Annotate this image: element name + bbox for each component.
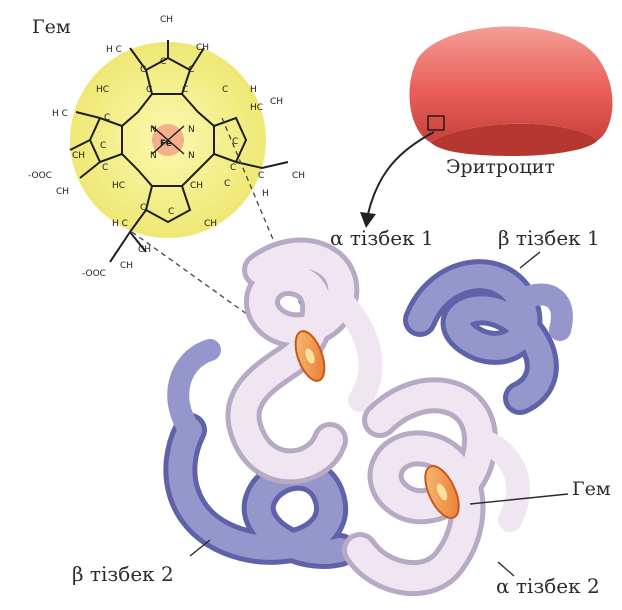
svg-text:CH: CH xyxy=(270,97,283,107)
svg-text:C: C xyxy=(224,179,230,189)
svg-text:HC: HC xyxy=(112,181,125,191)
svg-text:H C: H C xyxy=(112,219,128,229)
svg-text:C: C xyxy=(146,85,152,95)
svg-text:C: C xyxy=(168,207,174,217)
svg-text:C: C xyxy=(160,57,166,67)
svg-text:C: C xyxy=(104,113,110,123)
svg-text:C: C xyxy=(102,163,108,173)
svg-text:C: C xyxy=(258,171,264,181)
svg-text:CH: CH xyxy=(204,219,217,229)
heme-structure: CH CH H C C C C HC C C C H H C C N Fe N … xyxy=(28,15,305,279)
svg-text:H: H xyxy=(262,189,269,199)
alpha-chain-2-label: α тізбек 2 xyxy=(496,576,600,596)
svg-text:C: C xyxy=(140,203,146,213)
svg-text:N: N xyxy=(150,125,157,135)
hemoglobin-protein xyxy=(178,256,562,579)
svg-text:Fe: Fe xyxy=(160,139,172,149)
svg-text:CH: CH xyxy=(190,181,203,191)
heme-pointer-label: Гем xyxy=(572,480,611,499)
svg-text:N: N xyxy=(150,151,157,161)
heme-title: Гем xyxy=(32,18,71,37)
erythrocyte-cell xyxy=(409,26,612,156)
svg-text:HC: HC xyxy=(250,103,263,113)
svg-text:N: N xyxy=(188,151,195,161)
svg-text:-OOC: -OOC xyxy=(82,269,106,279)
pointer-arrow xyxy=(368,132,434,214)
svg-text:CH: CH xyxy=(196,43,209,53)
beta-chain-1-label: β тізбек 1 xyxy=(498,228,600,248)
svg-text:CH: CH xyxy=(138,245,151,255)
svg-text:C: C xyxy=(188,65,194,75)
alpha-chain-1-label: α тізбек 1 xyxy=(330,228,434,248)
erythrocyte-label: Эритроцит xyxy=(446,158,555,177)
svg-text:CH: CH xyxy=(72,151,85,161)
svg-text:C: C xyxy=(140,65,146,75)
svg-text:C: C xyxy=(182,85,188,95)
svg-text:C: C xyxy=(222,85,228,95)
svg-text:CH: CH xyxy=(120,261,133,271)
svg-text:CH: CH xyxy=(56,187,69,197)
svg-text:CH: CH xyxy=(160,15,173,25)
svg-text:HC: HC xyxy=(96,85,109,95)
svg-text:CH: CH xyxy=(292,171,305,181)
svg-text:H: H xyxy=(250,85,257,95)
svg-text:H C: H C xyxy=(106,45,122,55)
svg-text:C: C xyxy=(230,163,236,173)
beta-chain-2-label: β тізбек 2 xyxy=(72,564,174,584)
svg-text:H C: H C xyxy=(52,109,68,119)
svg-text:N: N xyxy=(188,125,195,135)
svg-text:-OOC: -OOC xyxy=(28,171,52,181)
svg-text:C: C xyxy=(100,141,106,151)
